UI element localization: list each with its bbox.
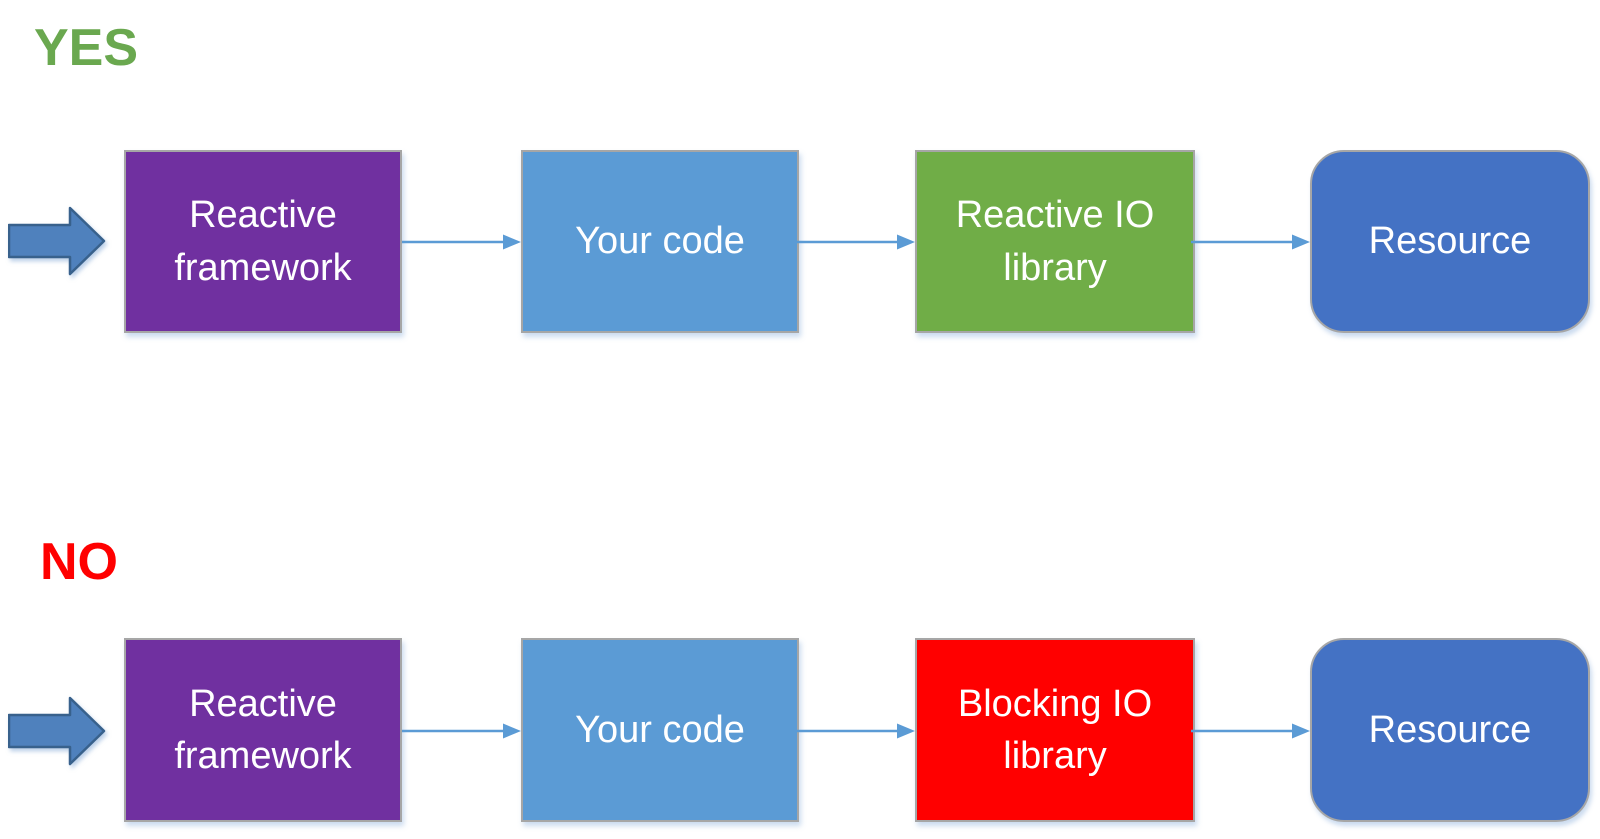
right-arrow-connector-icon [402, 723, 521, 739]
node-label: Resource [1368, 708, 1532, 751]
row-label-yes: YES [34, 19, 139, 77]
node-label: Blocking IO library [957, 682, 1153, 777]
node-reactive-framework: Reactive framework [124, 150, 402, 333]
node-reactive-io-library: Reactive IO library [915, 150, 1195, 333]
row-label-no: NO [40, 533, 118, 591]
node-label: Your code [575, 220, 745, 263]
right-block-arrow-shape [8, 206, 106, 276]
right-block-arrow-icon [8, 206, 106, 276]
node-label: Reactive framework [174, 682, 352, 777]
node-label: Your code [575, 708, 745, 751]
node-label: Resource [1368, 220, 1532, 263]
right-block-arrow-shape [8, 696, 106, 766]
node-label: Reactive IO library [955, 194, 1155, 289]
right-arrow-connector-icon [1191, 723, 1310, 739]
right-block-arrow-icon [8, 696, 106, 766]
right-arrow-connector-icon [1191, 234, 1310, 250]
node-resource: Resource [1310, 638, 1590, 822]
node-your-code: Your code [521, 638, 799, 822]
right-arrow-connector-icon [402, 234, 521, 250]
node-label: Reactive framework [174, 194, 352, 289]
node-your-code: Your code [521, 150, 799, 333]
right-arrow-connector-icon [796, 723, 915, 739]
node-resource: Resource [1310, 150, 1590, 333]
node-reactive-framework: Reactive framework [124, 638, 402, 822]
right-arrow-connector-icon [796, 234, 915, 250]
node-blocking-io-library: Blocking IO library [915, 638, 1195, 822]
